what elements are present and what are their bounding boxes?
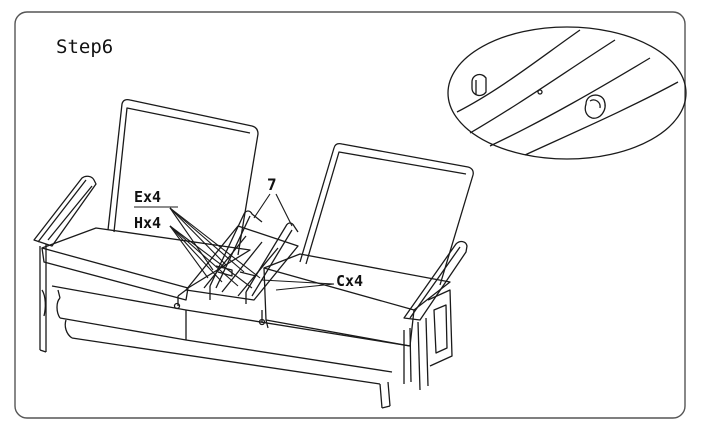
leader-h-3 xyxy=(169,225,239,287)
leader-h-2 xyxy=(169,225,223,283)
leader-c xyxy=(261,279,335,285)
step-title: Step6 xyxy=(56,36,114,58)
callout-part-7-label: 7 xyxy=(267,175,277,194)
glider-loveseat-drawing xyxy=(33,98,474,409)
leader-e-2 xyxy=(169,207,227,266)
page-frame xyxy=(14,11,686,419)
callout-h-label: Hx4 xyxy=(134,214,162,232)
leader-7-1 xyxy=(253,193,271,219)
leader-c-2 xyxy=(275,283,335,291)
detail-callout-circle xyxy=(447,26,687,160)
leader-e-3 xyxy=(169,207,245,273)
leader-e-4 xyxy=(169,207,261,279)
callout-c-label: Cx4 xyxy=(336,272,364,290)
callout-e-label: Ex4 xyxy=(134,188,162,206)
leader-h-4 xyxy=(169,225,253,289)
callout-leaders xyxy=(134,193,335,291)
leader-7-2 xyxy=(275,193,293,227)
leader-e-1 xyxy=(169,207,214,271)
leader-h-1 xyxy=(169,225,209,279)
